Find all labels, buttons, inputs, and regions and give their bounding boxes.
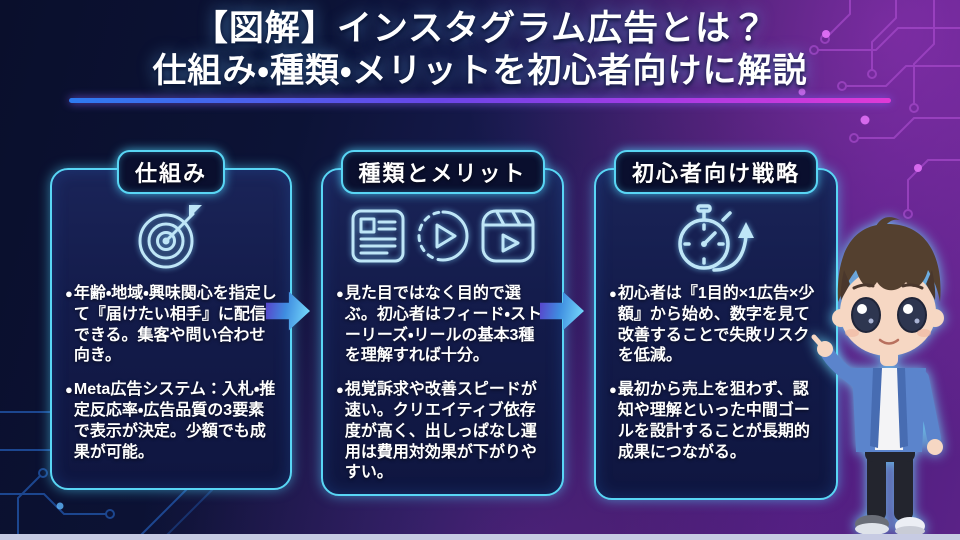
bullet-text: 見た目ではなく目的で選ぶ。初心者はフィード・ストーリーズ・リールの基本3種を理解… (344, 285, 542, 365)
card-beginner-strategy: 初心者向け戦略 ● (594, 150, 838, 500)
target-dart-icon (138, 205, 202, 269)
bullet-item: ● 最初から売上を狙わず、認知や理解といった中間ゴールを設計することが長期的成果… (609, 380, 823, 463)
bullet-item: ● 見た目ではなく目的で選ぶ。初心者はフィード・ストーリーズ・リールの基本3種を… (336, 284, 549, 367)
card-bullet-list: ● 年齢・地域・興味関心を指定して『届けたい相手』に配信できる。集客や問い合わせ… (52, 272, 290, 463)
bullet-item: ● 年齢・地域・興味関心を指定して『届けたい相手』に配信できる。集客や問い合わせ… (65, 284, 277, 367)
card-header-badge: 仕組み (116, 150, 226, 194)
card-header-badge: 種類とメリット (340, 150, 545, 194)
title-underline (69, 98, 891, 104)
bullet-text: 年齢・地域・興味関心を指定して『届けたい相手』に配信できる。集客や問い合わせ向き… (73, 285, 277, 365)
reels-icon (481, 209, 534, 263)
feed-post-icon (351, 209, 404, 263)
card-types-merits: 種類とメリット (321, 150, 564, 496)
card-mechanism: 仕組み ● 年齢・地域・興味関心を指定して『届けたい相手』に配信できる。集客や問… (50, 150, 292, 490)
card-bullet-list: ● 見た目ではなく目的で選ぶ。初心者はフィード・ストーリーズ・リールの基本3種を… (323, 272, 562, 484)
title-block: 【図解】インスタグラム広告とは？ 仕組み・種類・メリットを初心者向けに解説 (0, 8, 960, 104)
stories-play-icon (417, 210, 468, 262)
title-line-1: 【図解】インスタグラム広告とは？ (192, 9, 768, 48)
bullet-marker: ● (336, 286, 344, 301)
bullet-marker: ● (609, 286, 617, 301)
bullet-item: ● 初心者は『1目的×1広告×少額』から始め、数字を見て改善することで失敗リスク… (609, 284, 823, 367)
bullet-marker: ● (65, 286, 73, 301)
card-icon-row (596, 200, 836, 272)
card-icon-row (52, 200, 290, 272)
bullet-text: 最初から売上を狙わず、認知や理解といった中間ゴールを設計することが長期的成果につ… (617, 381, 810, 461)
bullet-item: ● Meta広告システム：入札・推定反応率・広告品質の3要素で表示が決定。少額で… (65, 380, 277, 463)
title-line-2: 仕組み・種類・メリットを初心者向けに解説 (152, 51, 808, 90)
bullet-marker: ● (65, 382, 73, 398)
bullet-marker: ● (336, 382, 344, 398)
bullet-item: ● 視覚訴求や改善スピードが速い。クリエイティブ依存度が高く、出しっぱなし運用は… (336, 380, 549, 484)
stopwatch-growth-icon (678, 204, 754, 272)
chibi-boy-mascot (811, 217, 944, 536)
card-header-badge: 初心者向け戦略 (613, 150, 819, 194)
bullet-text: 初心者は『1目的×1広告×少額』から始め、数字を見て改善することで失敗リスクを低… (617, 285, 815, 365)
bullet-text: Meta広告システム：入札・推定反応率・広告品質の3要素で表示が決定。少額でも成… (73, 381, 276, 461)
card-bullet-list: ● 初心者は『1目的×1広告×少額』から始め、数字を見て改善することで失敗リスク… (596, 272, 836, 463)
bullet-text: 視覚訴求や改善スピードが速い。クリエイティブ依存度が高く、出しっぱなし運用は費用… (344, 381, 537, 482)
card-icon-row (323, 200, 562, 272)
bullet-marker: ● (609, 382, 617, 398)
bottom-border-strip (0, 534, 960, 540)
